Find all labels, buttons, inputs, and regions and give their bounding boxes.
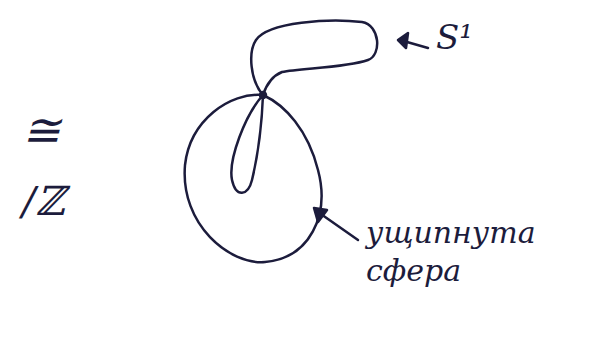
circle-label: S¹ [436, 16, 473, 59]
circle-loop [251, 21, 377, 95]
sphere-outline [185, 95, 322, 262]
leader-line [318, 212, 358, 240]
sphere-label: ущипнута сфера [366, 214, 576, 289]
arrow-head [398, 33, 408, 48]
arrow-head [314, 208, 327, 222]
pinch-loop [231, 95, 263, 193]
isomorphism-sign: ≅ [22, 102, 61, 160]
pinch-point [260, 92, 266, 98]
quotient-label: /ℤ [22, 176, 65, 226]
